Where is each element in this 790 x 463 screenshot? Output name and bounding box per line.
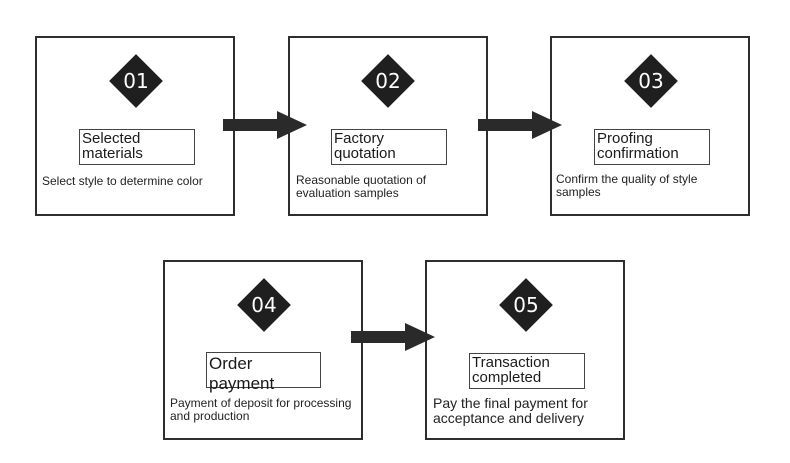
- step-title: Transaction completed: [469, 353, 585, 389]
- step-card-02: 02 Factory quotation Reasonable quotatio…: [288, 36, 488, 216]
- step-title: Factory quotation: [331, 129, 447, 165]
- arrow-right-icon: [351, 323, 435, 351]
- step-number: 03: [638, 69, 664, 93]
- step-number: 01: [123, 69, 149, 93]
- step-card-05: 05 Transaction completed Pay the final p…: [425, 260, 625, 440]
- step-card-01: 01 Selected materials Select style to de…: [35, 36, 235, 216]
- step-description: Select style to determine color: [42, 174, 203, 188]
- arrow-right-icon: [223, 111, 307, 139]
- step-description: Pay the final payment for acceptance and…: [433, 395, 588, 426]
- step-card-03: 03 Proofing confirmation Confirm the qua…: [550, 36, 750, 216]
- step-description: Payment of deposit for processing and pr…: [170, 396, 352, 423]
- step-number: 02: [375, 69, 401, 93]
- step-title: Proofing confirmation: [594, 129, 710, 165]
- step-title: Order payment: [206, 352, 321, 393]
- step-description: Confirm the quality of style samples: [556, 172, 698, 199]
- step-number: 04: [251, 293, 277, 317]
- step-number: 05: [513, 293, 539, 317]
- step-title: Selected materials: [79, 129, 195, 165]
- step-card-04: 04 Order payment Payment of deposit for …: [163, 260, 363, 440]
- arrow-right-icon: [478, 111, 562, 139]
- step-description: Reasonable quotation of evaluation sampl…: [296, 173, 427, 200]
